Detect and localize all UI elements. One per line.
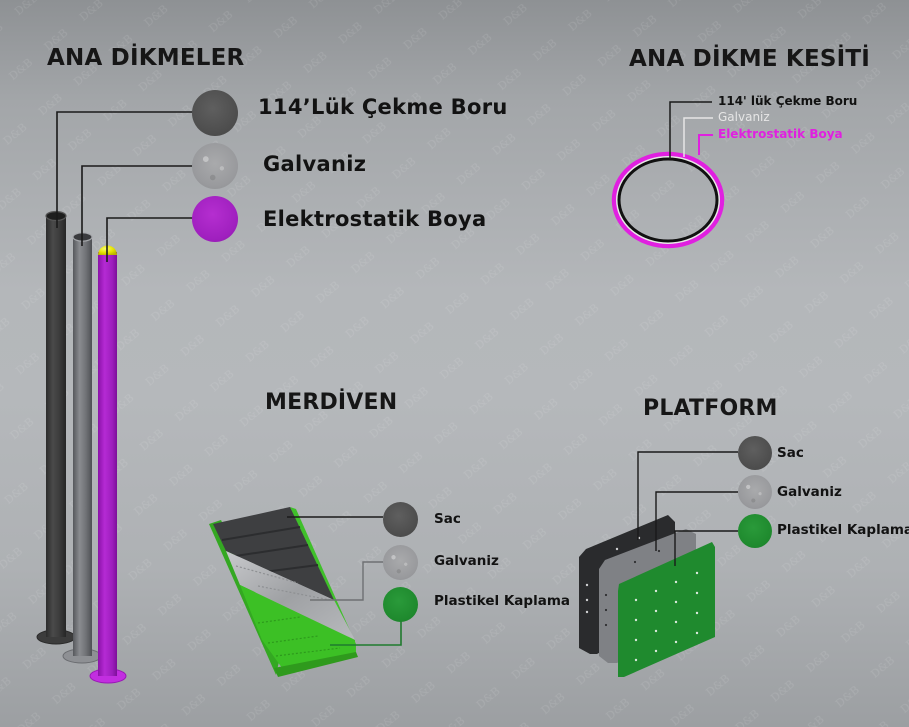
pole-steel [36,210,76,645]
swatch-ladder-steel [383,502,418,537]
leader-line-platform-plastic [674,530,738,566]
swatch-ladder-galvanized [383,545,418,580]
label-platform-plastic: Plastikel Kaplama [777,522,909,538]
leader-line-section-galvanized [683,117,713,157]
label-pole-steel: 114’Lük Çekme Boru [258,95,508,119]
label-pole-electrostatic: Elektrostatik Boya [263,207,487,231]
platform-plastic-holes [634,571,699,662]
platform-galvanized-holes [604,549,661,627]
label-ladder-plastic: Plastikel Kaplama [434,593,570,609]
section-title-ana-dikmeler: ANA DİKMELER [47,45,245,71]
cross-section-paint-ring [611,151,725,249]
ladder-galvanized-layer [226,551,355,640]
ladder-plastic-perforations [257,616,341,657]
leader-line-electrostatic [106,217,193,262]
swatch-galvanized [192,143,238,189]
platform-plastic-panel [618,542,715,677]
swatch-ladder-plastic [383,587,418,622]
pole-galvanized [62,232,102,664]
label-ladder-steel: Sac [434,511,461,527]
leader-line-galvanized [81,165,193,246]
label-section-galvanized: Galvaniz [718,110,770,124]
cross-section-galvanized-ring [616,156,720,244]
label-ladder-galvanized: Galvaniz [434,553,499,569]
leader-line-steel [56,111,193,228]
ladder-galvanized-perforations [235,565,331,601]
ladder-steel-layer [213,507,334,600]
swatch-platform-steel [738,436,772,470]
leader-line-platform-steel [637,451,738,540]
swatch-platform-galvanized [738,475,772,509]
leader-line-platform-galvanized [655,491,738,551]
pole-galvanized-body [73,237,92,656]
section-title-ana-dikme-kesiti: ANA DİKME KESİTİ [629,46,871,72]
label-section-pipe: 114' lük Çekme Boru [718,94,858,108]
pole-steel-body [46,216,66,637]
ladder-bottom-edge [274,652,358,677]
label-platform-galvanized: Galvaniz [777,484,842,500]
cross-section-pipe-ring [617,157,719,243]
leader-line-ladder-galvanized [310,561,383,601]
section-title-platform: PLATFORM [643,396,778,421]
swatch-electrostatic [192,196,238,242]
leader-line-section-pipe [669,101,712,159]
leader-line-ladder-plastic [330,617,402,646]
ladder-plastic-layer [240,585,355,668]
section-title-merdiven: MERDİVEN [265,390,398,415]
leader-line-section-paint [698,134,713,155]
label-platform-steel: Sac [777,445,804,461]
pole-electrostatic-body [98,252,117,676]
pole-steel-top [45,210,67,222]
label-section-paint: Elektrostatik Boya [718,127,843,141]
swatch-steel [192,90,238,136]
label-pole-galvanized: Galvaniz [263,152,367,176]
swatch-platform-plastic [738,514,772,548]
